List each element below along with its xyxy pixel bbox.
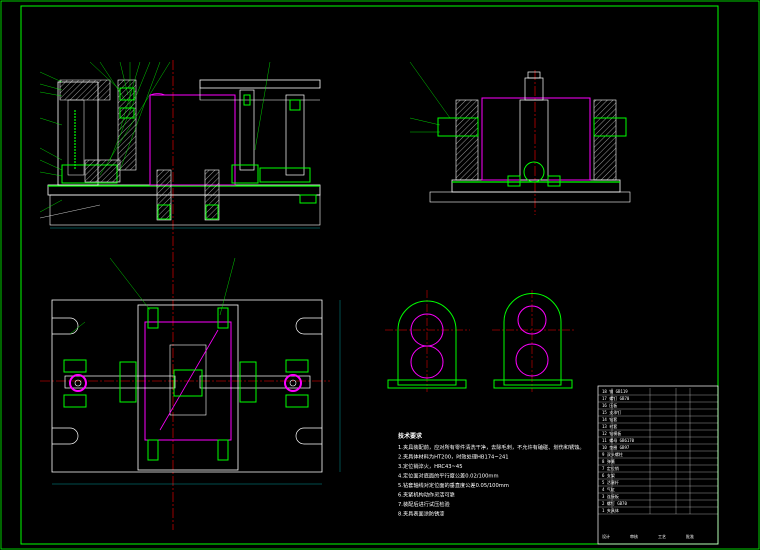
- title-block-row: 9 双头螺柱: [602, 451, 623, 457]
- tech-req-line: 8.夹具表面涂防锈漆: [398, 510, 444, 518]
- section-view-b: [492, 290, 575, 392]
- title-block-row: 8 弹簧: [602, 458, 615, 464]
- tech-req-line: 2.夹具体材料为HT200，时效处理HB174~241: [398, 453, 509, 461]
- tech-req-line: 3.定位销淬火，HRC43~45: [398, 462, 463, 470]
- tech-req-line: 5.钻套轴线对定位面的垂直度公差0.05/100mm: [398, 481, 509, 489]
- plan-view: [40, 257, 341, 485]
- tech-req-line: 1.夹具装配前，应对所有零件清洗干净，去除毛刺，不允许有磕碰、划伤和锈蚀。: [398, 443, 585, 451]
- front-view: [39, 60, 321, 530]
- title-block-row: 2 螺钉 GB70: [602, 500, 627, 506]
- title-block-row: 10 垫圈 GB97: [602, 444, 630, 450]
- title-block-row: 16 压板: [602, 402, 617, 408]
- title-block-row: 4 气缸: [602, 486, 615, 492]
- tech-req-title: 技术要求: [398, 432, 423, 440]
- title-block-footer-cell: 审核: [630, 533, 638, 539]
- title-block-row: 1 夹具体: [602, 507, 619, 513]
- title-block-row: 6 支架: [602, 472, 615, 478]
- tech-req-line: 6.夹紧机构动作灵活可靠: [398, 491, 455, 499]
- title-block-row: 11 螺母 GB6170: [602, 437, 635, 443]
- title-block-footer-cell: 工艺: [658, 534, 666, 539]
- title-block-footer-cell: 设计: [602, 533, 610, 539]
- tech-req-line: 7.装配后进行试压检验: [398, 500, 450, 508]
- title-block-row: 18 销 GB119: [602, 388, 628, 394]
- title-block-row: 17 螺钉 GB70: [602, 395, 630, 401]
- section-view-a: [385, 290, 470, 392]
- title-block-row: 3 连接板: [602, 493, 619, 499]
- title-block-row: 7 定位销: [602, 465, 619, 471]
- title-block-row: 15 支承钉: [602, 409, 621, 415]
- title-block-row: 13 衬套: [602, 423, 617, 429]
- technical-requirements: 技术要求 1.夹具装配前，应对所有零件清洗干净，去除毛刺，不允许有磕碰、划伤和锈…: [398, 432, 585, 518]
- title-block-row: 14 钻套: [602, 416, 617, 422]
- title-block-footer-cell: 批准: [686, 533, 694, 539]
- side-view: [409, 61, 631, 215]
- sheet-inner-frame: [20, 5, 719, 545]
- title-block-row: 5 活塞杆: [602, 479, 619, 485]
- title-block-row: 12 钻模板: [602, 430, 621, 436]
- tech-req-line: 4.定位面对底面的平行度公差0.02/100mm: [398, 472, 499, 480]
